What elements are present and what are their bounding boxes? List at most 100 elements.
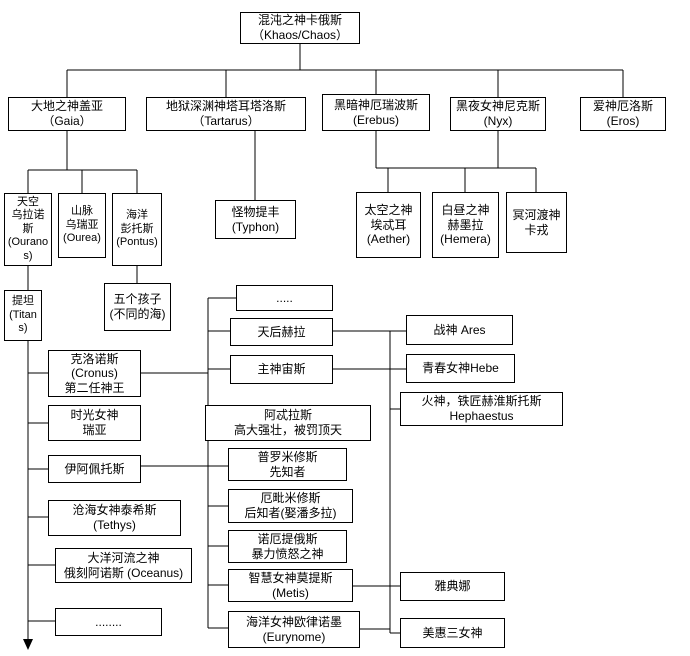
node-text-line: 克洛诺斯 — [70, 351, 119, 366]
node-text-line: 太空之神 — [364, 203, 413, 218]
node-text-line: 混沌之神卡俄斯 — [257, 13, 342, 28]
node-oceanus: 大洋河流之神俄刻阿诺斯 (Oceanus) — [55, 548, 192, 583]
node-text-line: 大地之神盖亚 — [30, 99, 103, 114]
node-text-line: 天空 — [17, 195, 39, 208]
node-eurynome: 海洋女神欧律诺墨(Eurynome) — [228, 611, 360, 648]
node-text-line: 海洋女神欧律诺墨 — [245, 614, 342, 629]
node-menoetius: 诺厄提俄斯暴力愤怒之神 — [228, 530, 347, 563]
node-text-line: 时光女神 — [70, 408, 119, 423]
node-ares: 战神 Ares — [406, 315, 513, 345]
node-text-line: 海洋 — [126, 209, 148, 222]
node-text-line: (Pontus) — [116, 236, 158, 249]
node-text-line: 先知者 — [269, 464, 306, 479]
node-text-line: 山脉 — [71, 205, 93, 218]
node-text-line: 黑夜女神尼克斯 — [455, 99, 540, 114]
node-text-line: (Typhon) — [231, 219, 280, 234]
node-hebe: 青春女神Hebe — [406, 354, 515, 383]
node-text-line: 卡戎 — [524, 222, 549, 237]
node-text-line: 青春女神Hebe — [422, 361, 499, 376]
node-text-line: 主神宙斯 — [257, 362, 306, 377]
node-text-line: 厄毗米修斯 — [260, 491, 321, 506]
node-text-line: 普罗米修斯 — [257, 449, 318, 464]
node-atlas: 阿忒拉斯高大强壮，被罚顶天 — [205, 405, 371, 441]
node-text-line: 第二任神王 — [64, 380, 125, 395]
node-ourea: 山脉乌瑞亚(Ourea) — [58, 193, 106, 258]
node-text-line: 智慧女神莫提斯 — [248, 570, 333, 585]
node-text-line: 赫墨拉 — [447, 217, 484, 232]
node-text-line: 阿忒拉斯 — [263, 408, 312, 423]
node-text-line: 火神，铁匠赫淮斯托斯 — [421, 394, 542, 409]
node-rhea: 时光女神瑞亚 — [48, 405, 141, 441]
node-zeus: 主神宙斯 — [230, 355, 333, 384]
node-text-line: (Titans) — [9, 308, 37, 335]
node-ouranos: 天空乌拉诺斯(Ouranos) — [4, 193, 52, 266]
node-dots-bottom: ........ — [55, 608, 162, 636]
node-text-line: 怪物提丰 — [231, 204, 280, 219]
node-text-line: 战神 Ares — [433, 322, 486, 337]
node-eros: 爱神厄洛斯(Eros) — [580, 97, 666, 131]
node-text-line: 五个孩子 — [113, 292, 162, 307]
node-text-line: （Gaia） — [42, 114, 92, 128]
node-text-line: Hephaestus — [449, 409, 514, 423]
node-text-line: (Cronus) — [71, 366, 118, 381]
node-chaos: 混沌之神卡俄斯（Khaos/Chaos） — [240, 12, 360, 44]
node-text-line: 暴力愤怒之神 — [251, 546, 324, 561]
node-text-line: （Khaos/Chaos） — [251, 28, 349, 42]
node-text-line: 提坦 — [12, 295, 34, 308]
node-tethys: 沧海女神泰希斯(Tethys) — [48, 500, 181, 536]
node-text-line: 埃忒耳 — [370, 217, 407, 232]
node-typhon: 怪物提丰(Typhon) — [215, 200, 296, 239]
node-erebus: 黑暗神厄瑞波斯(Erebus) — [322, 94, 430, 131]
node-text-line: (Hemera) — [440, 232, 491, 247]
node-dots-top: ..... — [236, 285, 333, 311]
node-prometheus: 普罗米修斯先知者 — [228, 448, 347, 481]
node-text-line: (Nyx) — [483, 114, 513, 128]
node-text-line: 乌拉诺斯 — [11, 209, 45, 235]
node-tartarus: 地狱深渊神塔耳塔洛斯（Tartarus） — [146, 97, 306, 131]
node-text-line: (Tethys) — [93, 518, 136, 532]
node-text-line: 冥河渡神 — [512, 207, 561, 222]
node-text-line: 沧海女神泰希斯 — [72, 503, 157, 518]
node-text-line: 诺厄提俄斯 — [257, 531, 318, 546]
node-text-line: 天后赫拉 — [257, 324, 306, 339]
node-text-line: (不同的海) — [109, 307, 166, 321]
node-hemera: 白昼之神赫墨拉(Hemera) — [432, 192, 499, 258]
node-text-line: (Ouranos) — [7, 236, 49, 262]
node-text-line: 美惠三女神 — [422, 625, 483, 640]
node-pontus: 海洋彭托斯(Pontus) — [112, 193, 162, 266]
node-metis: 智慧女神莫提斯(Metis) — [228, 569, 353, 602]
node-text-line: (Eros) — [606, 114, 640, 128]
node-text-line: (Eurynome) — [262, 629, 326, 644]
node-athena: 雅典娜 — [400, 572, 505, 601]
node-aether: 太空之神埃忒耳(Aether) — [356, 192, 421, 258]
node-hera: 天后赫拉 — [230, 318, 333, 346]
node-text-line: (Aether) — [366, 232, 411, 247]
node-charon: 冥河渡神卡戎 — [506, 192, 567, 253]
node-text-line: (Erebus) — [352, 112, 399, 127]
node-text-line: 白昼之神 — [441, 203, 490, 218]
node-five-children: 五个孩子(不同的海) — [104, 283, 171, 331]
node-text-line: （Tartarus） — [192, 114, 260, 128]
node-epimetheus: 厄毗米修斯后知者(娶潘多拉) — [228, 489, 353, 523]
node-text-line: ..... — [276, 290, 293, 305]
node-text-line: 乌瑞亚 — [65, 218, 99, 231]
node-graces: 美惠三女神 — [400, 618, 505, 648]
node-gaia: 大地之神盖亚（Gaia） — [8, 97, 126, 131]
node-text-line: (Ourea) — [63, 232, 101, 245]
node-text-line: 黑暗神厄瑞波斯 — [333, 97, 418, 112]
node-nyx: 黑夜女神尼克斯(Nyx) — [450, 97, 546, 131]
node-text-line: 爱神厄洛斯 — [592, 99, 653, 114]
node-text-line: ........ — [95, 614, 122, 629]
node-text-line: (Metis) — [272, 585, 309, 600]
node-text-line: 地狱深渊神塔耳塔洛斯 — [165, 99, 286, 114]
node-iapetus: 伊阿佩托斯 — [48, 455, 141, 483]
node-cronus: 克洛诺斯(Cronus)第二任神王 — [48, 350, 141, 397]
node-text-line: 后知者(娶潘多拉) — [244, 506, 337, 520]
node-text-line: 伊阿佩托斯 — [64, 461, 125, 476]
node-text-line: 俄刻阿诺斯 (Oceanus) — [63, 565, 184, 580]
node-text-line: 大洋河流之神 — [87, 550, 160, 565]
node-titans: 提坦(Titans) — [4, 290, 42, 341]
